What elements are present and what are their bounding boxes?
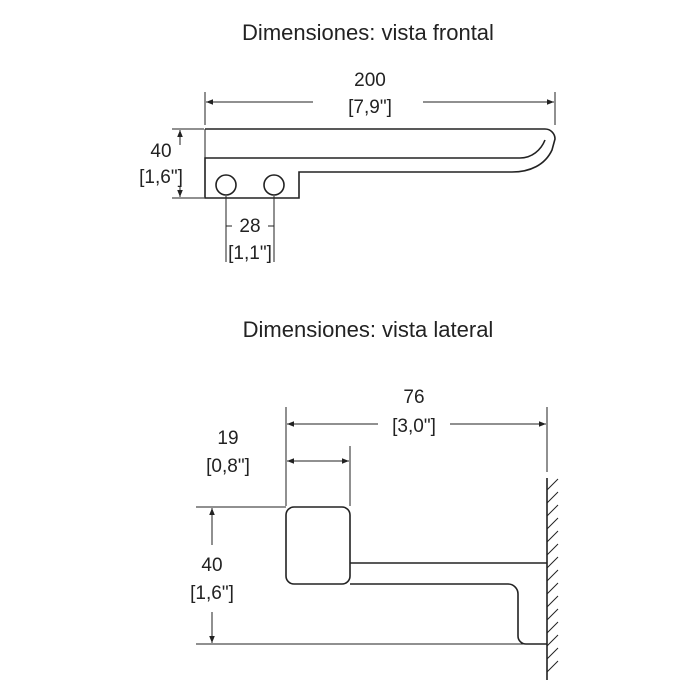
side-view-title: Dimensiones: vista lateral [243,317,494,342]
side-view: Dimensiones: vista lateral 76 [3,0"] 19 … [190,317,559,680]
front-mounting-hole-left [215,174,237,196]
front-mounting-hole-right [263,174,285,196]
front-hole-spacing-mm-label: 28 [239,216,260,237]
side-plate-mm-label: 19 [217,428,238,449]
front-height-mm-label: 40 [150,141,171,162]
side-plate-in-label: [0,8"] [206,456,250,477]
front-hole-spacing-in-label: [1,1"] [228,243,272,264]
side-depth-in-label: [3,0"] [392,416,436,437]
front-width-in-label: [7,9"] [348,97,392,118]
front-view: Dimensiones: vista frontal 200 [7,9"] 40… [139,20,556,264]
front-view-title: Dimensiones: vista frontal [242,20,494,45]
wall-hatching [546,478,559,673]
side-arm-bottom-hook [350,583,547,645]
front-width-mm-label: 200 [354,70,386,91]
front-height-in-label: [1,6"] [139,167,183,188]
side-depth-mm-label: 76 [403,387,424,408]
side-height-in-label: [1,6"] [190,583,234,604]
side-mounting-plate [285,506,351,585]
front-holder-outline [204,128,556,199]
side-height-mm-label: 40 [201,555,222,576]
